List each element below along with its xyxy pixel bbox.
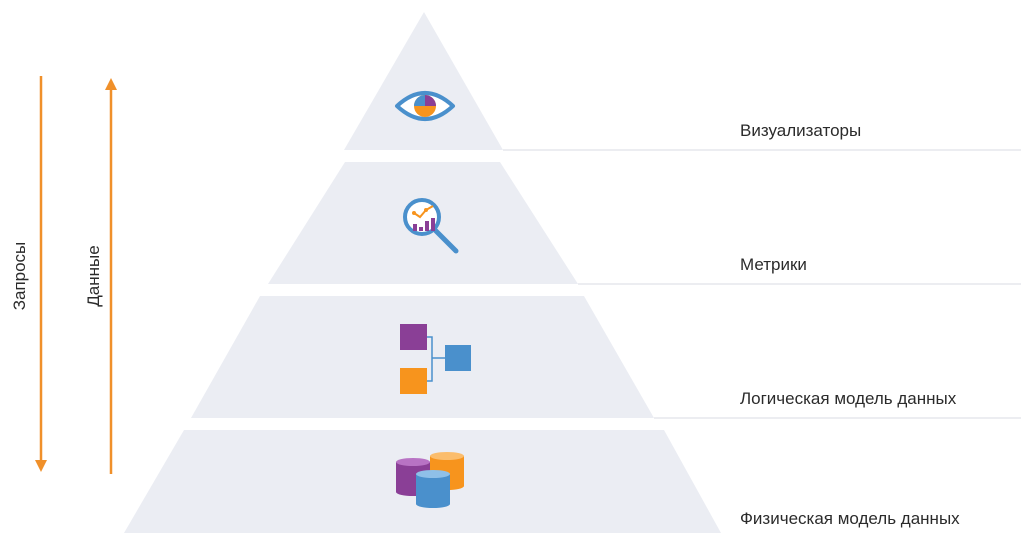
magnifier-chart-icon (403, 198, 459, 254)
tier-label-physical: Физическая модель данных (740, 509, 960, 528)
eye-chart-icon (395, 91, 455, 121)
tier-label-metrics: Метрики (740, 255, 807, 274)
requests-arrow (35, 76, 47, 472)
logical-blocks-icon (400, 324, 471, 394)
pyramid-tier-logical (191, 296, 654, 418)
pyramid-tier-visualizers (344, 12, 503, 150)
data-arrow (105, 78, 117, 474)
database-cylinders-icon (396, 452, 464, 508)
data-label: Данные (84, 245, 103, 306)
tier-label-logical: Логическая модель данных (740, 389, 957, 408)
requests-label: Запросы (10, 242, 29, 311)
tier-label-visualizers: Визуализаторы (740, 121, 861, 140)
